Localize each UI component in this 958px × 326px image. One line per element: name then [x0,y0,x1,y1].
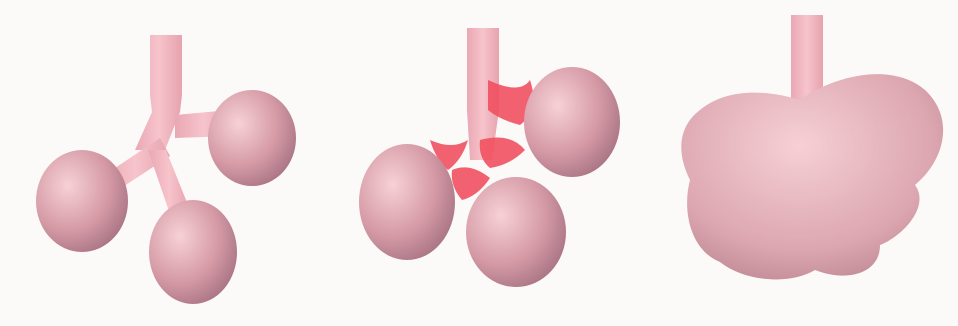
sphere-bottom [466,177,566,287]
panel-separate [36,35,296,304]
panel-fused [681,15,943,279]
panel-contact [359,28,620,287]
duct-main [135,35,182,150]
sphere-left [359,144,455,260]
duct-main [791,15,823,100]
sphere-right [524,67,620,177]
sphere-right [208,90,296,186]
sphere-bottom [149,200,237,304]
fused-mass [681,74,943,279]
junction-center [480,138,525,168]
sphere-left [36,150,128,252]
